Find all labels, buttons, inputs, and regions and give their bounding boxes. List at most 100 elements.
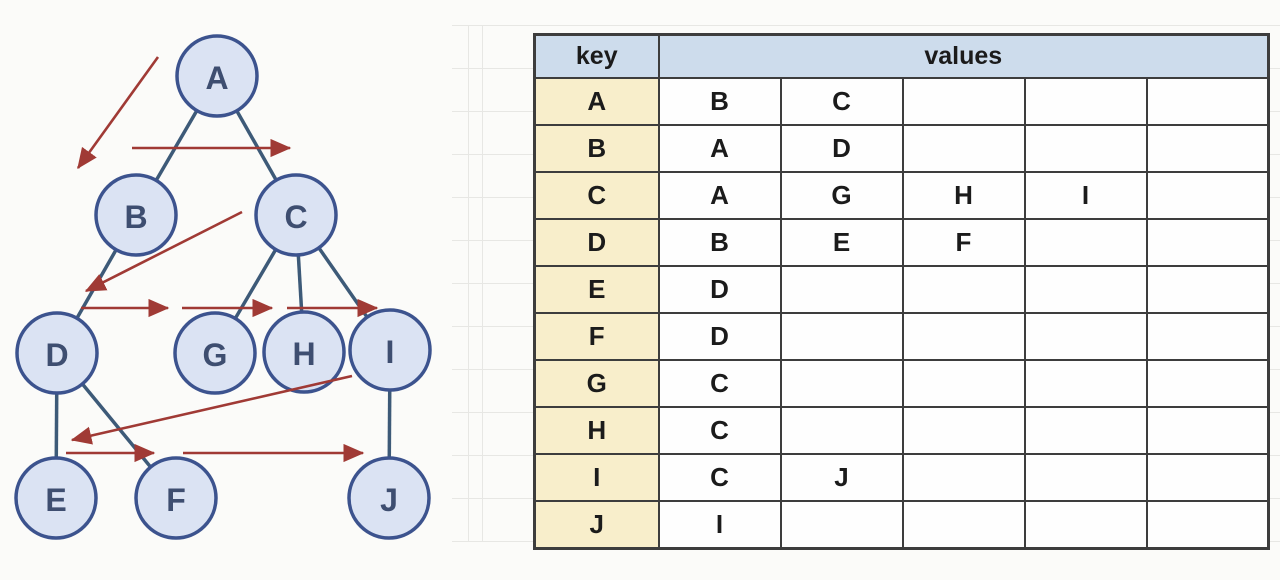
graph-node-label-E: E xyxy=(45,482,66,518)
graph-node-B xyxy=(94,173,178,257)
value-cell-D-4 xyxy=(1023,218,1148,267)
value-cell-F-2 xyxy=(779,312,904,361)
graph-node-F xyxy=(134,456,218,540)
graph-diagram: A B C D G H I E F J xyxy=(14,34,432,540)
traversal-arrow-I-to-E xyxy=(70,374,353,445)
value-cell-E-2 xyxy=(779,265,904,314)
graph-node-label-J: J xyxy=(380,482,398,518)
value-cell-E-1: D xyxy=(657,265,782,314)
key-cell-F: F xyxy=(533,312,660,361)
graph-node-C xyxy=(254,173,338,257)
graph-node-label-B: B xyxy=(124,199,147,235)
graph-node-H xyxy=(262,310,346,394)
value-cell-F-1: D xyxy=(657,312,782,361)
value-cell-D-2: E xyxy=(779,218,904,267)
value-cell-A-3 xyxy=(901,77,1026,126)
value-cell-C-5 xyxy=(1145,171,1270,220)
value-cell-G-2 xyxy=(779,359,904,408)
graph-node-I xyxy=(348,308,432,392)
graph-node-A xyxy=(175,34,259,118)
graph-node-label-C: C xyxy=(284,199,307,235)
key-cell-D: D xyxy=(533,218,660,267)
value-cell-G-1: C xyxy=(657,359,782,408)
key-cell-B: B xyxy=(533,124,660,173)
value-cell-D-1: B xyxy=(657,218,782,267)
value-cell-H-5 xyxy=(1145,406,1270,455)
value-cell-I-3 xyxy=(901,453,1026,502)
value-cell-C-1: A xyxy=(657,171,782,220)
value-cell-C-3: H xyxy=(901,171,1026,220)
key-cell-H: H xyxy=(533,406,660,455)
spreadsheet-gridline-vertical xyxy=(468,25,469,542)
value-cell-J-1: I xyxy=(657,500,782,549)
value-cell-H-2 xyxy=(779,406,904,455)
graph-node-label-G: G xyxy=(203,337,228,373)
graph-node-label-H: H xyxy=(292,336,315,372)
value-cell-I-5 xyxy=(1145,453,1270,502)
value-cell-A-5 xyxy=(1145,77,1270,126)
value-cell-H-4 xyxy=(1023,406,1148,455)
value-cell-I-1: C xyxy=(657,453,782,502)
graph-node-label-F: F xyxy=(166,482,186,518)
value-cell-D-5 xyxy=(1145,218,1270,267)
value-cell-B-2: D xyxy=(779,124,904,173)
value-cell-H-1: C xyxy=(657,406,782,455)
value-cell-B-3 xyxy=(901,124,1026,173)
values-header-cell: values xyxy=(657,33,1270,79)
key-cell-C: C xyxy=(533,171,660,220)
key-cell-A: A xyxy=(533,77,660,126)
value-cell-G-5 xyxy=(1145,359,1270,408)
value-cell-E-3 xyxy=(901,265,1026,314)
graph-node-label-D: D xyxy=(45,337,68,373)
value-cell-I-4 xyxy=(1023,453,1148,502)
value-cell-B-1: A xyxy=(657,124,782,173)
value-cell-F-4 xyxy=(1023,312,1148,361)
key-cell-J: J xyxy=(533,500,660,549)
value-cell-D-3: F xyxy=(901,218,1026,267)
graph-node-J xyxy=(347,456,431,540)
value-cell-I-2: J xyxy=(779,453,904,502)
value-cell-B-5 xyxy=(1145,124,1270,173)
value-cell-J-2 xyxy=(779,500,904,549)
value-cell-E-5 xyxy=(1145,265,1270,314)
graph-node-E xyxy=(14,456,98,540)
value-cell-F-5 xyxy=(1145,312,1270,361)
spreadsheet-gridline-vertical xyxy=(482,25,483,542)
value-cell-G-4 xyxy=(1023,359,1148,408)
value-cell-J-3 xyxy=(901,500,1026,549)
value-cell-E-4 xyxy=(1023,265,1148,314)
graph-node-label-I: I xyxy=(386,334,395,370)
value-cell-G-3 xyxy=(901,359,1026,408)
graph-node-label-A: A xyxy=(205,60,228,96)
graph-node-D xyxy=(15,311,99,395)
key-cell-I: I xyxy=(533,453,660,502)
value-cell-J-5 xyxy=(1145,500,1270,549)
value-cell-B-4 xyxy=(1023,124,1148,173)
traversal-arrow-A-to-B xyxy=(76,56,160,170)
value-cell-A-4 xyxy=(1023,77,1148,126)
key-cell-E: E xyxy=(533,265,660,314)
value-cell-A-1: B xyxy=(657,77,782,126)
value-cell-J-4 xyxy=(1023,500,1148,549)
value-cell-C-4: I xyxy=(1023,171,1148,220)
graph-node-G xyxy=(173,311,257,395)
traversal-arrow-C-to-D xyxy=(84,210,243,293)
table-header-row: key values xyxy=(533,33,1270,79)
value-cell-F-3 xyxy=(901,312,1026,361)
value-cell-C-2: G xyxy=(779,171,904,220)
value-cell-H-3 xyxy=(901,406,1026,455)
key-cell-G: G xyxy=(533,359,660,408)
key-header-cell: key xyxy=(533,33,660,79)
